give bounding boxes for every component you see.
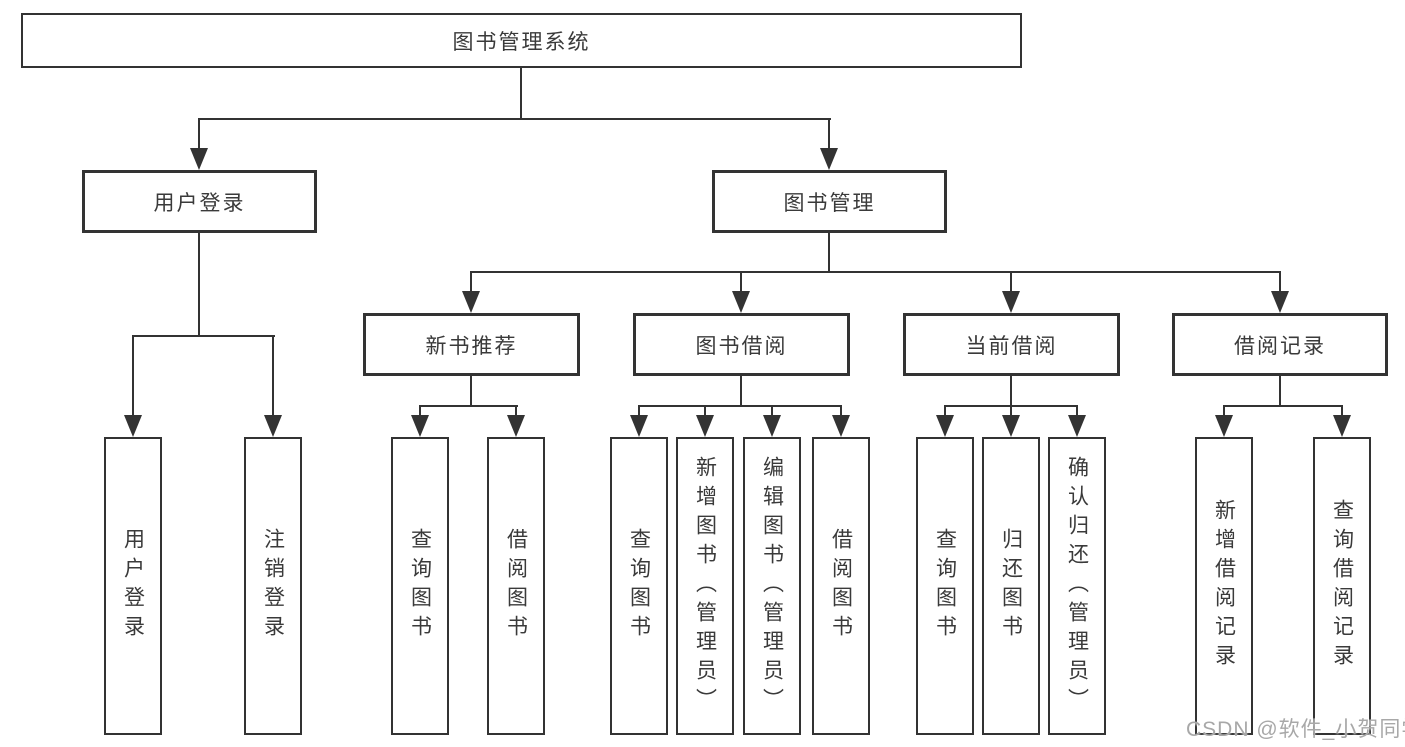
leaf-logout: 注销登录	[244, 437, 302, 735]
connector-to-leaf-user-login	[132, 335, 134, 417]
arrowhead-leaf	[411, 415, 429, 437]
leaf-return-books: 归还图书	[982, 437, 1040, 735]
connector-to-book-borrowing	[740, 271, 742, 293]
node-current-borrowing: 当前借阅	[903, 313, 1120, 376]
arrowhead-leaf-logout	[264, 415, 282, 437]
connector-to-leaf-logout	[272, 335, 274, 417]
arrowhead-leaf	[763, 415, 781, 437]
connector-book-management-crossbar	[470, 271, 1281, 273]
connector-stub	[944, 405, 946, 417]
node-book-borrowing: 图书借阅	[633, 313, 850, 376]
node-borrowing-records: 借阅记录	[1172, 313, 1388, 376]
arrowhead-book-borrowing	[732, 291, 750, 313]
connector-book-borrowing-trunk	[740, 376, 742, 407]
arrowhead-leaf	[507, 415, 525, 437]
arrowhead-current-borrowing	[1002, 291, 1020, 313]
connector-stub	[1076, 405, 1078, 417]
node-library-management-system: 图书管理系统	[21, 13, 1022, 68]
connector-to-book-management	[828, 118, 830, 150]
connector-stub	[1223, 405, 1225, 417]
leaf-add-borrow-record: 新增借阅记录	[1195, 437, 1253, 735]
arrowhead-book-management	[820, 148, 838, 170]
connector-stub	[771, 405, 773, 417]
arrowhead-leaf	[1215, 415, 1233, 437]
connector-borrowing-records-trunk	[1279, 376, 1281, 407]
connector-user-login-crossbar	[132, 335, 275, 337]
arrowhead-borrowing-records	[1271, 291, 1289, 313]
arrowhead-leaf	[1068, 415, 1086, 437]
leaf-edit-books-admin: 编辑图书（管理员）	[743, 437, 801, 735]
arrowhead-user-login	[190, 148, 208, 170]
arrowhead-leaf	[936, 415, 954, 437]
connector-current-borrowing-trunk	[1010, 376, 1012, 407]
leaf-query-books-current: 查询图书	[916, 437, 974, 735]
leaf-borrow-books-borrowing: 借阅图书	[812, 437, 870, 735]
connector-stub	[704, 405, 706, 417]
arrowhead-leaf	[1002, 415, 1020, 437]
leaf-borrow-books-recommend: 借阅图书	[487, 437, 545, 735]
connector-stub	[515, 405, 517, 417]
connector-stub	[840, 405, 842, 417]
connector-to-new-book	[470, 271, 472, 293]
connector-user-login-trunk	[198, 233, 200, 337]
leaf-confirm-return-admin: 确认归还（管理员）	[1048, 437, 1106, 735]
connector-book-management-trunk	[828, 233, 830, 273]
leaf-query-books-recommend: 查询图书	[391, 437, 449, 735]
connector-borrowing-records-crossbar	[1223, 405, 1343, 407]
connector-to-user-login	[198, 118, 200, 150]
csdn-watermark: CSDN @软件_小贺同学	[1186, 718, 1405, 741]
leaf-query-borrow-record: 查询借阅记录	[1313, 437, 1371, 735]
connector-to-borrowing-records	[1279, 271, 1281, 293]
leaf-user-login: 用户登录	[104, 437, 162, 735]
arrowhead-leaf	[630, 415, 648, 437]
connector-new-book-crossbar	[419, 405, 518, 407]
connector-stub	[419, 405, 421, 417]
arrowhead-leaf	[696, 415, 714, 437]
connector-stub	[638, 405, 640, 417]
node-new-book-recommendation: 新书推荐	[363, 313, 580, 376]
connector-stub	[1341, 405, 1343, 417]
arrowhead-new-book	[462, 291, 480, 313]
connector-new-book-trunk	[470, 376, 472, 407]
connector-root-crossbar	[198, 118, 831, 120]
arrowhead-leaf	[832, 415, 850, 437]
leaf-add-books-admin: 新增图书（管理员）	[676, 437, 734, 735]
connector-stub	[1010, 405, 1012, 417]
node-user-login: 用户登录	[82, 170, 317, 233]
arrowhead-leaf	[1333, 415, 1351, 437]
leaf-query-books-borrowing: 查询图书	[610, 437, 668, 735]
node-book-management: 图书管理	[712, 170, 947, 233]
arrowhead-leaf-user-login	[124, 415, 142, 437]
connector-to-current-borrowing	[1010, 271, 1012, 293]
connector-book-borrowing-crossbar	[638, 405, 842, 407]
connector-root-trunk	[520, 68, 522, 120]
